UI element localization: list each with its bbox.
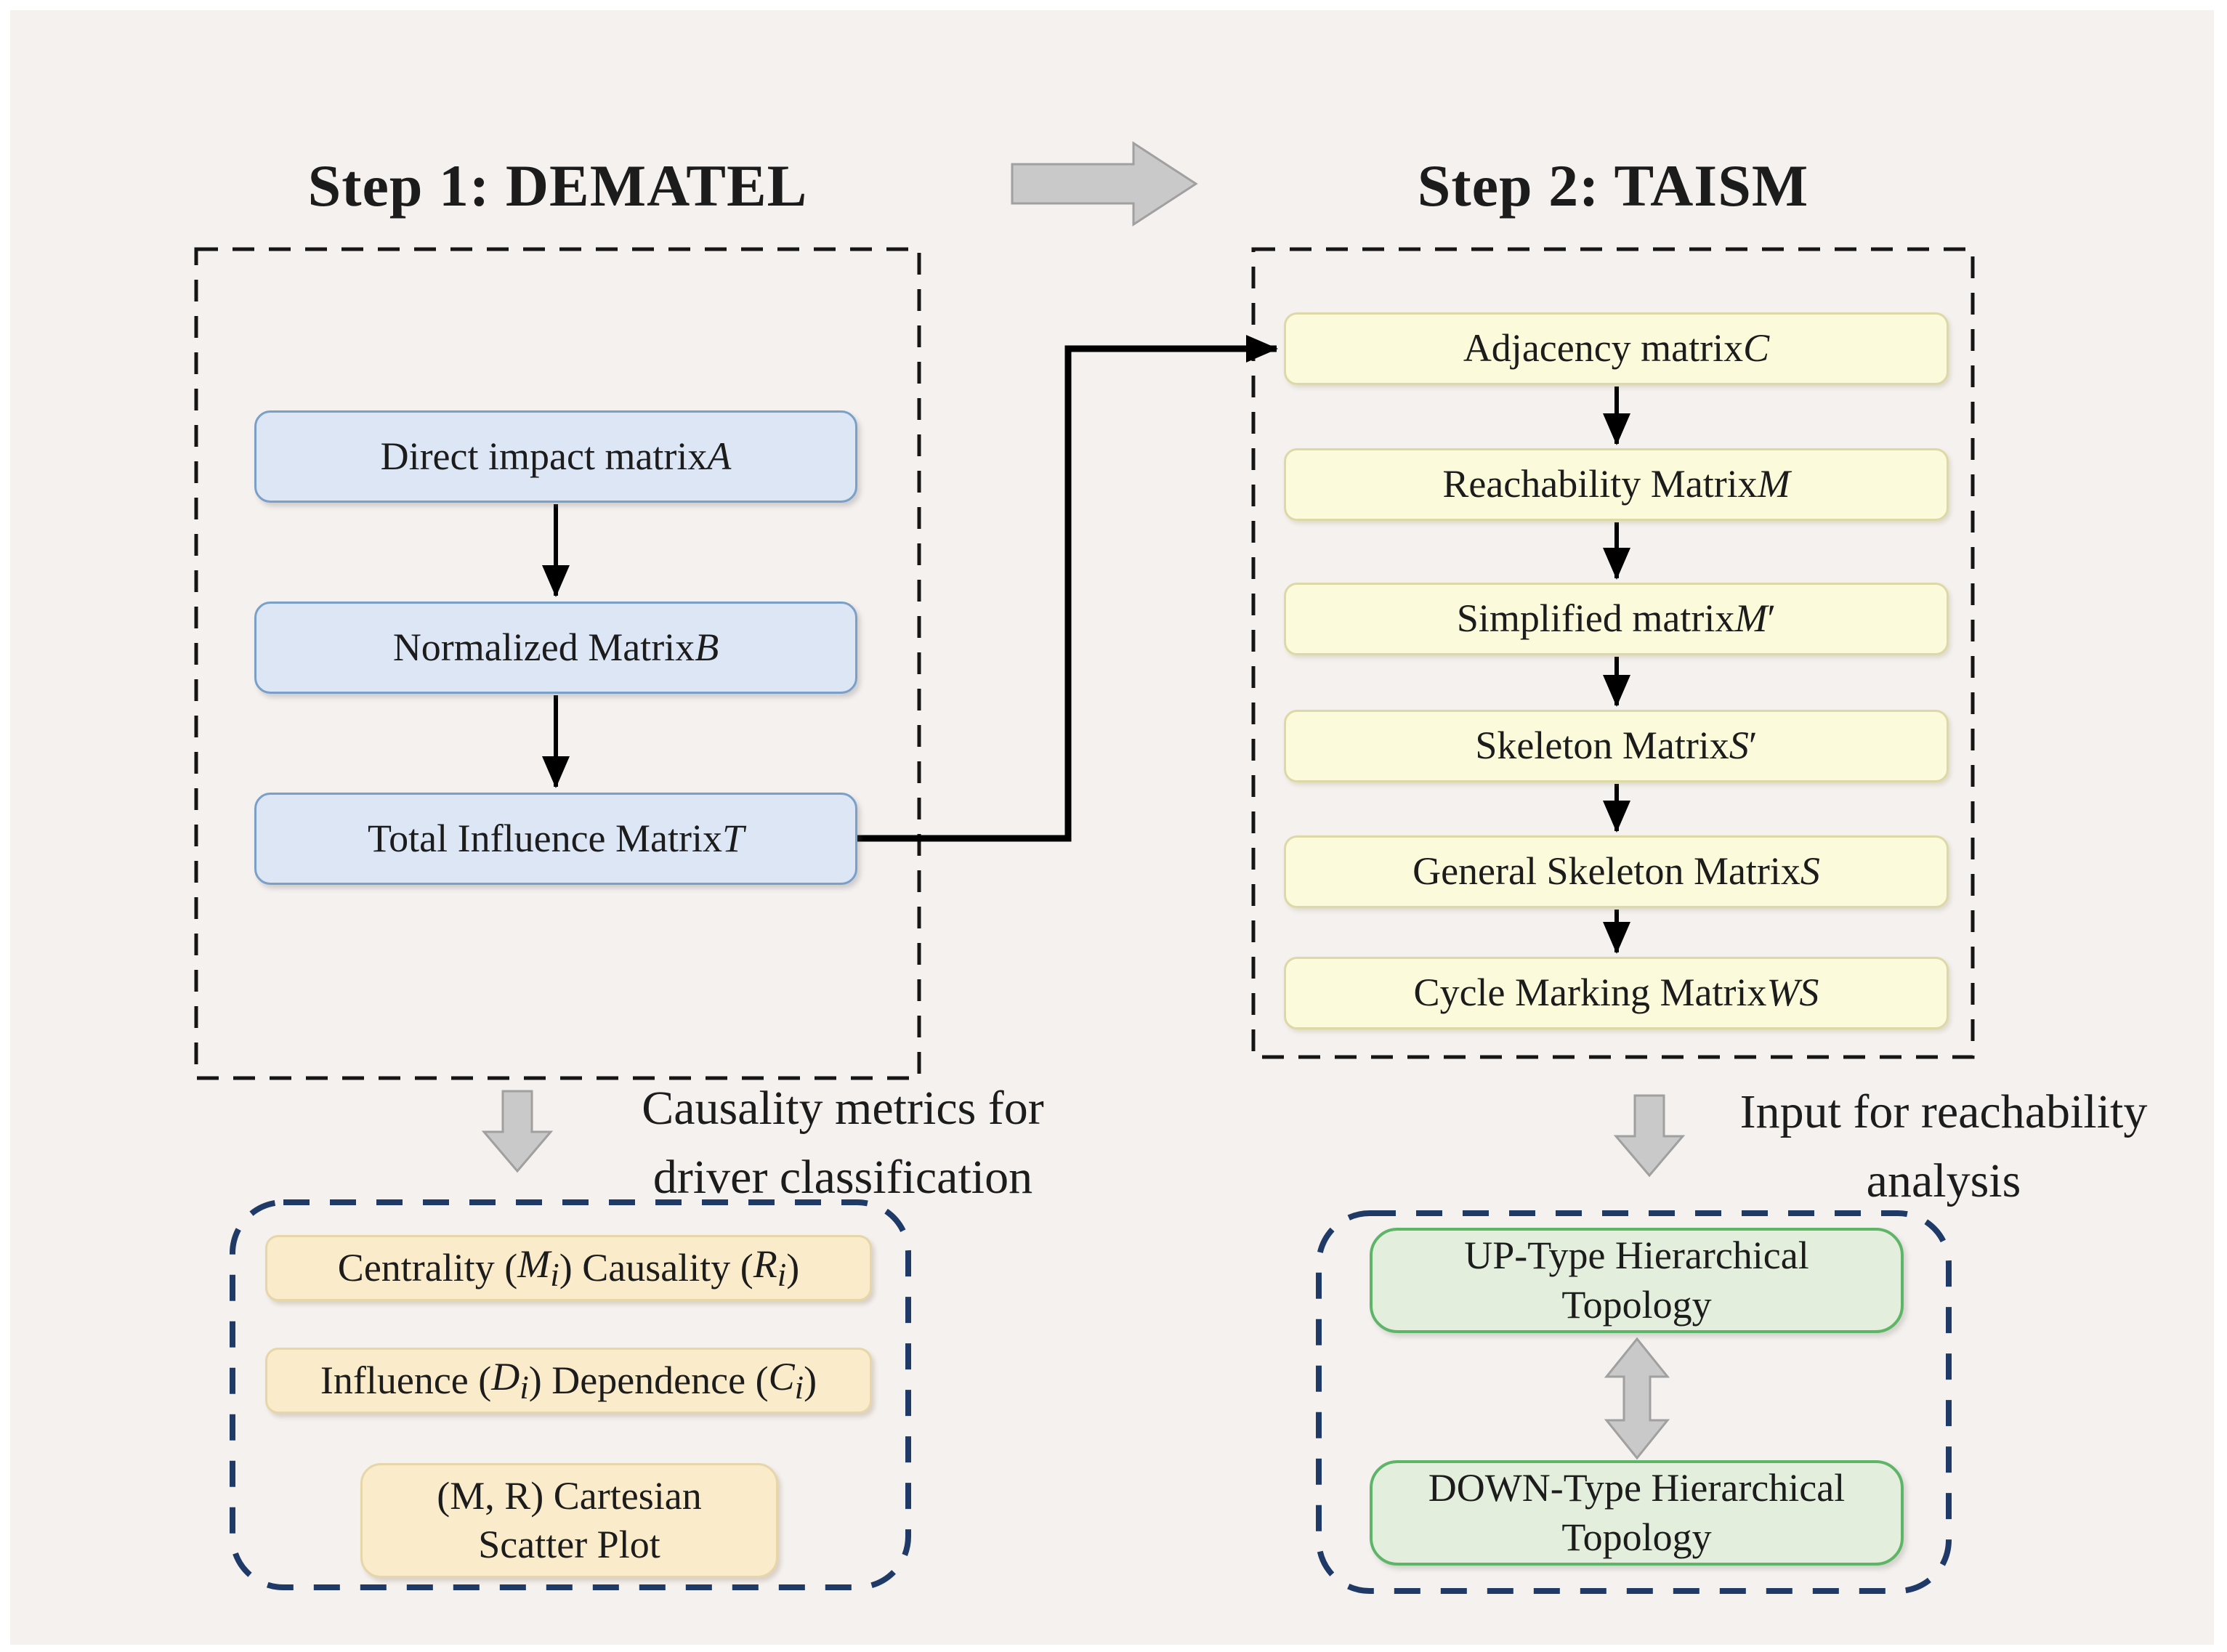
box-simplified-matrix: Simplified matrix M′ xyxy=(1284,583,1949,655)
box-cycle-marking-matrix: Cycle Marking Matrix WS xyxy=(1284,957,1949,1029)
box-skeleton-matrix: Skeleton Matrix S′ xyxy=(1284,710,1949,782)
step1-title: Step 1: DEMATEL xyxy=(307,153,808,219)
box-total-influence-matrix: Total Influence Matrix T xyxy=(254,793,857,885)
box-direct-impact-matrix: Direct impact matrix A xyxy=(254,410,857,503)
box-general-skeleton-matrix: General Skeleton Matrix S xyxy=(1284,835,1949,908)
box-normalized-matrix: Normalized Matrix B xyxy=(254,602,857,694)
box-adjacency-matrix: Adjacency matrix C xyxy=(1284,312,1949,385)
step2-title: Step 2: TAISM xyxy=(1417,153,1809,219)
box-reachability-matrix: Reachability Matrix M xyxy=(1284,448,1949,521)
box-centrality-causality: Centrality (Mi) Causality (Ri) xyxy=(265,1235,872,1301)
box-influence-dependence: Influence (Di) Dependence (Ci) xyxy=(265,1348,872,1414)
